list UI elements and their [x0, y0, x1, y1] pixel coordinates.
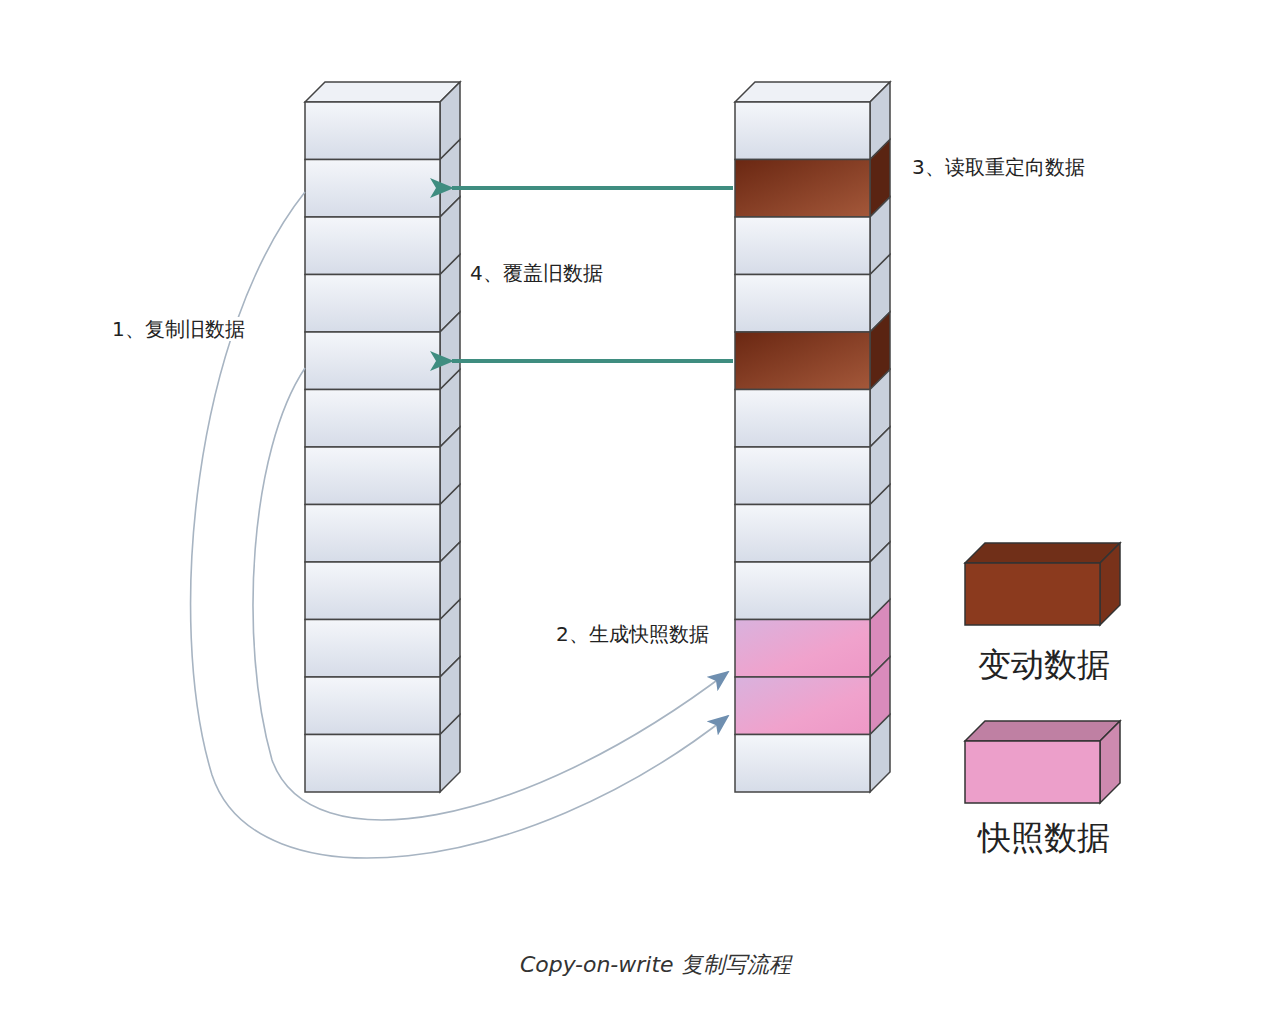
step-label: 4、覆盖旧数据 — [468, 261, 605, 285]
data-cell — [735, 735, 870, 793]
data-cell — [735, 677, 870, 735]
data-cell — [735, 102, 870, 160]
data-cell — [305, 677, 440, 735]
data-cell — [735, 332, 870, 390]
data-cell — [735, 275, 870, 333]
redirect-arrow — [452, 186, 733, 190]
data-cell — [735, 505, 870, 563]
data-cell — [735, 447, 870, 505]
cell-side — [870, 715, 890, 793]
data-cell — [305, 102, 440, 160]
column-top — [735, 82, 890, 102]
legend-swatch — [962, 718, 1124, 810]
cell-side — [440, 715, 460, 793]
step-label: 3、读取重定向数据 — [910, 155, 1087, 179]
data-cell — [305, 332, 440, 390]
data-cell — [305, 160, 440, 218]
data-cell — [305, 447, 440, 505]
data-cell — [305, 562, 440, 620]
data-cell — [735, 390, 870, 448]
copy-curve — [191, 192, 728, 858]
step-label: 2、生成快照数据 — [554, 622, 711, 646]
data-cell — [735, 620, 870, 678]
data-cell — [305, 735, 440, 793]
data-cell — [305, 390, 440, 448]
data-cell — [735, 217, 870, 275]
legend-swatch — [962, 540, 1124, 632]
data-cell — [305, 217, 440, 275]
data-cell — [305, 275, 440, 333]
volume-columns — [305, 82, 890, 792]
data-cell — [735, 160, 870, 218]
legend-text: 变动数据 — [976, 645, 1112, 685]
data-cell — [735, 562, 870, 620]
copy-curve — [253, 368, 728, 820]
caption: Copy-on-write 复制写流程 — [518, 952, 793, 978]
step-label: 1、复制旧数据 — [110, 317, 247, 341]
data-cell — [305, 620, 440, 678]
column-top — [305, 82, 460, 102]
legend-text: 快照数据 — [976, 818, 1112, 858]
data-cell — [305, 505, 440, 563]
redirect-arrow — [452, 359, 733, 363]
